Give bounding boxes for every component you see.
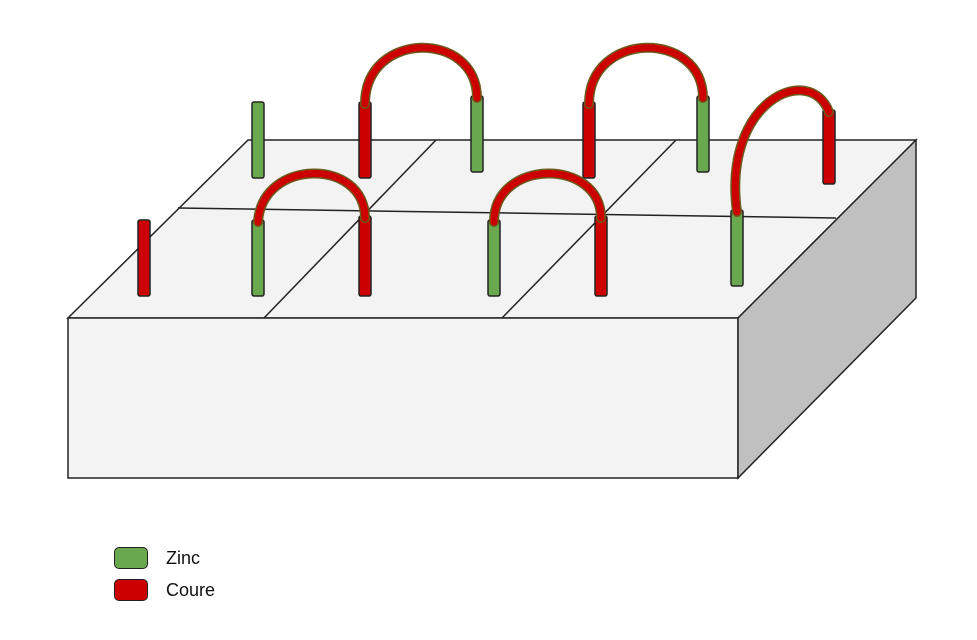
zinc-electrode (470, 95, 484, 173)
legend-item-copper: Coure (114, 577, 215, 603)
copper-electrode (594, 215, 608, 297)
zinc-swatch (114, 547, 148, 569)
zinc-electrode (696, 95, 710, 173)
copper-electrode (358, 215, 372, 297)
legend: Zinc Coure (114, 545, 215, 609)
wire (253, 168, 370, 227)
electrodes-front-row (137, 209, 744, 297)
copper-swatch (114, 579, 148, 601)
wire (584, 42, 708, 109)
column-divider (263, 139, 437, 319)
legend-item-zinc: Zinc (114, 545, 215, 571)
copper-electrode (822, 109, 836, 185)
cell-dividers (177, 139, 837, 319)
connecting-wires (253, 42, 834, 227)
block (66, 138, 918, 480)
electrodes-back-row (251, 95, 836, 185)
block-side-face (737, 138, 917, 480)
wire (360, 42, 482, 109)
wire (730, 85, 834, 217)
copper-electrode (582, 101, 596, 179)
row-divider (177, 207, 837, 219)
block-front-face (67, 317, 739, 479)
zinc-electrode (251, 101, 265, 179)
zinc-electrode (251, 219, 265, 297)
wire (489, 168, 606, 227)
legend-label: Zinc (166, 547, 201, 568)
zinc-electrode (487, 219, 501, 297)
copper-electrode (358, 101, 372, 179)
legend-label: Coure (166, 579, 216, 600)
zinc-electrode (730, 209, 744, 287)
column-divider (501, 139, 677, 319)
copper-electrode (137, 219, 151, 297)
